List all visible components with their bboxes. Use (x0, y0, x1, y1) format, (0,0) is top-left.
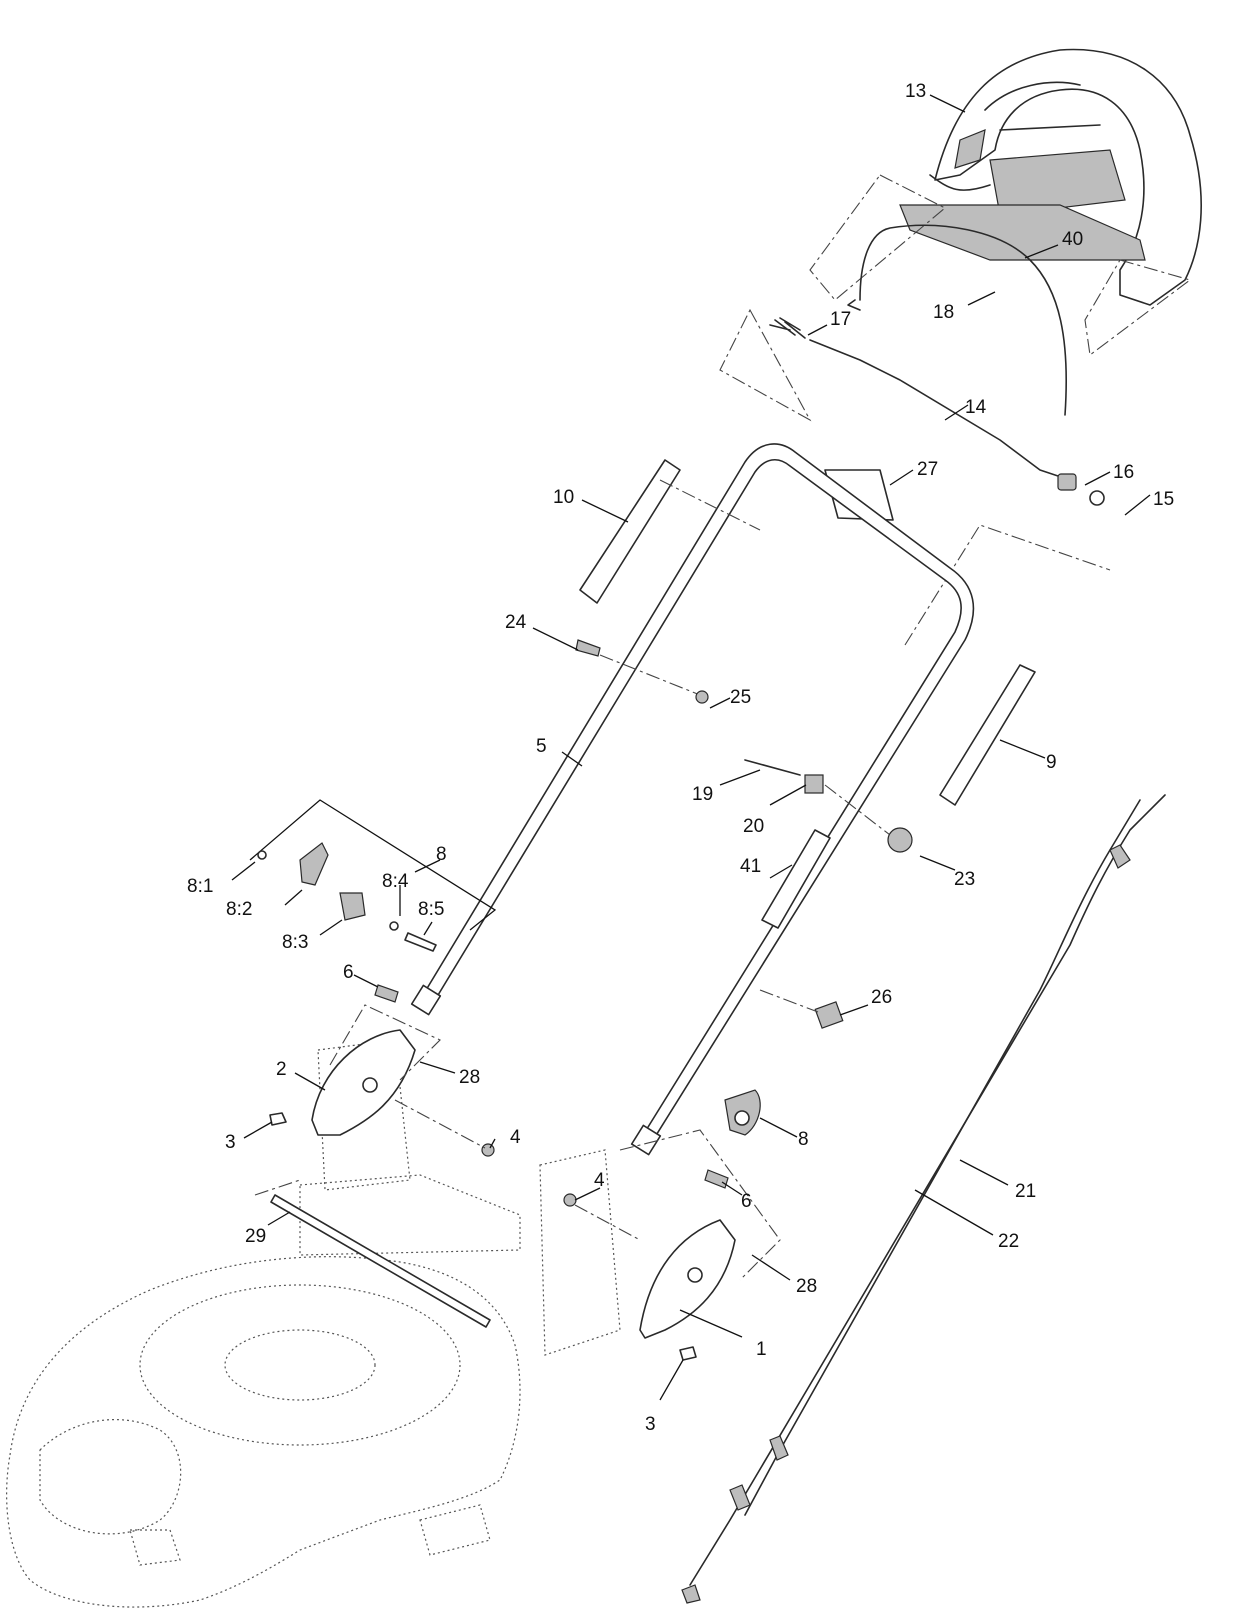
cable-fitting-top (1109, 844, 1131, 869)
rod-outline (719, 308, 812, 422)
nut-line-upper (394, 1099, 486, 1149)
callout-3-lower: 3 (645, 1414, 656, 1435)
callout-16: 16 (1113, 462, 1134, 483)
nut-line-lower (574, 1204, 641, 1241)
callout-3-upper: 3 (225, 1132, 236, 1153)
callout-8-5: 8:5 (418, 899, 444, 920)
callout-22: 22 (998, 1231, 1019, 1252)
plug-26 (814, 1001, 844, 1029)
bail-rod-end (847, 299, 861, 311)
upper-handle (929, 48, 1202, 306)
callout-labels: 13 40 18 17 14 27 16 15 10 24 25 5 9 19 … (187, 81, 1174, 1435)
bracket-left (311, 1029, 416, 1136)
callout-25: 25 (730, 687, 751, 708)
assembly-outline-right (1084, 259, 1192, 356)
mower-deck (6, 1039, 621, 1608)
assembly-outline-left (809, 174, 946, 301)
callout-9: 9 (1046, 752, 1057, 773)
callout-28-upper: 28 (459, 1067, 480, 1088)
plug-line (759, 989, 819, 1013)
callout-19: 19 (692, 784, 713, 805)
crossbar-grip (824, 469, 894, 521)
cable-22 (744, 799, 1141, 1516)
rod-bushing (1057, 473, 1105, 506)
cable-fitting-mid (769, 1435, 789, 1461)
cable-end (681, 1584, 701, 1604)
pin-24 (575, 639, 601, 657)
cable-fitting-low (729, 1484, 751, 1511)
callout-8-3: 8:3 (282, 932, 308, 953)
nut-4-upper (481, 1143, 495, 1157)
callout-23: 23 (954, 869, 975, 890)
callout-6-lower: 6 (741, 1191, 752, 1212)
cable-21 (689, 794, 1166, 1586)
bolt-6-upper (374, 984, 399, 1003)
handle-sleeve-41 (761, 829, 831, 929)
callout-15: 15 (1153, 489, 1174, 510)
callout-21: 21 (1015, 1181, 1036, 1202)
callout-4-lower: 4 (594, 1170, 605, 1191)
callout-1: 1 (756, 1339, 767, 1360)
callout-8-kit: 8 (436, 844, 447, 865)
bracket-left-outline (329, 1004, 441, 1081)
spacer-20 (804, 774, 824, 794)
nut-4-lower (563, 1193, 577, 1207)
callout-8-4: 8:4 (382, 871, 409, 892)
control-rod (809, 339, 1071, 481)
guide-left-line (659, 479, 761, 531)
part-8-2 (299, 842, 329, 886)
callout-5: 5 (536, 736, 547, 757)
kit-bracket (249, 799, 497, 931)
callout-8-assembled: 8 (798, 1129, 809, 1150)
bracket-right-outline (619, 1129, 781, 1281)
part-8-5 (404, 932, 437, 952)
callout-2: 2 (276, 1059, 287, 1080)
bolt-6-lower (704, 1169, 729, 1189)
part-8-1 (257, 850, 267, 860)
callout-4-upper: 4 (510, 1127, 521, 1148)
callout-29: 29 (245, 1226, 266, 1247)
callout-20: 20 (743, 816, 764, 837)
callout-14: 14 (965, 397, 987, 418)
rod-outline-right (904, 524, 1111, 646)
callout-18: 18 (933, 302, 954, 323)
callout-40: 40 (1062, 229, 1083, 250)
callout-41: 41 (740, 856, 761, 877)
callout-6-upper: 6 (343, 962, 354, 983)
part-8-3 (339, 892, 366, 921)
axle-line (254, 1179, 301, 1196)
callout-10: 10 (553, 487, 574, 508)
height-adjuster (724, 1089, 761, 1136)
callout-26: 26 (871, 987, 892, 1008)
knob-23 (887, 827, 913, 853)
cable-guide-right (939, 664, 1036, 806)
nut-25 (695, 690, 709, 704)
bracket-right (639, 1219, 736, 1339)
knob-line (824, 784, 891, 836)
part-8-4 (389, 921, 399, 931)
callout-13: 13 (905, 81, 926, 102)
cable-guide-left (579, 459, 681, 604)
lower-handle (410, 443, 975, 1156)
callout-28-lower: 28 (796, 1276, 817, 1297)
axle-rod (270, 1194, 491, 1328)
bolt-19 (744, 759, 801, 776)
callout-17: 17 (830, 309, 851, 330)
spring (769, 317, 806, 339)
bail-rod (859, 224, 1068, 416)
bail-cover (899, 204, 1146, 261)
bolt-3-upper (269, 1112, 287, 1126)
leader-lines (231, 94, 1151, 1401)
pin-line (599, 654, 701, 696)
callout-8-2: 8:2 (226, 899, 252, 920)
callout-8-1: 8:1 (187, 876, 213, 897)
bolt-3-lower (679, 1346, 697, 1361)
callout-24: 24 (505, 612, 527, 633)
callout-27: 27 (917, 459, 938, 480)
